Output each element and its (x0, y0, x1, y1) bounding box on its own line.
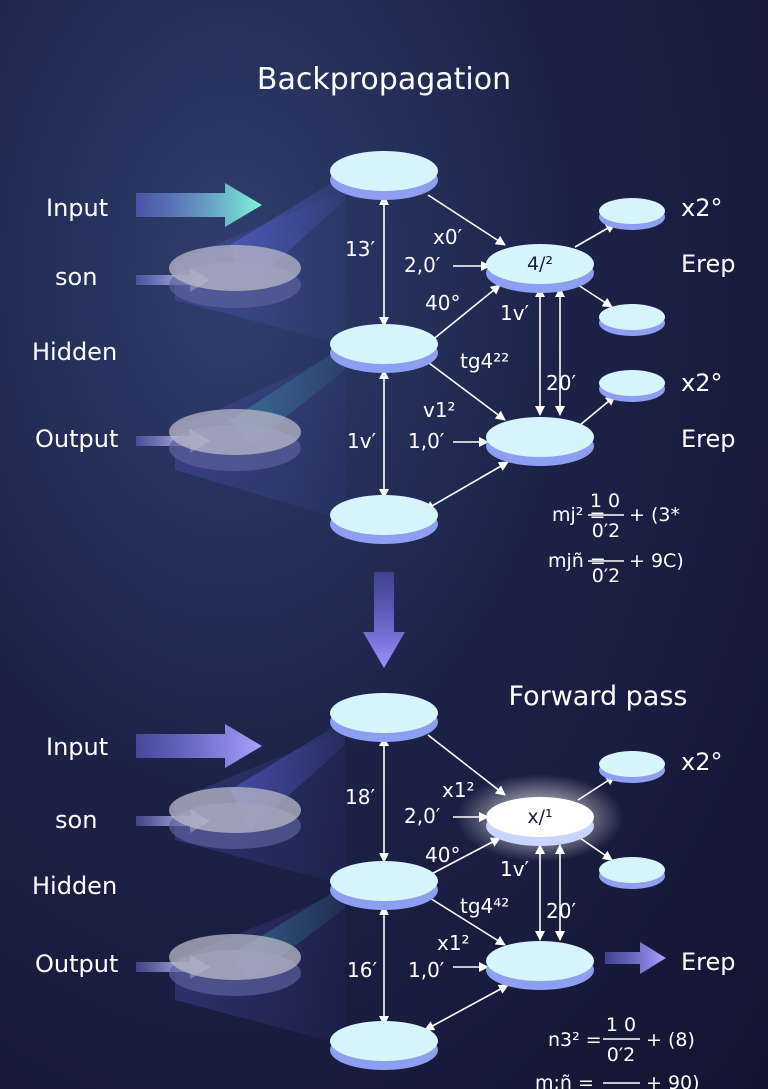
small-node-3 (599, 370, 665, 402)
edge-label: 16′ (347, 958, 377, 982)
label-hidden: Hidden (32, 338, 117, 366)
edge-label: 20′ (546, 899, 576, 923)
bottom-title: Forward pass (509, 681, 688, 712)
formula-rhs: + (8) (646, 1029, 695, 1051)
mid-node-2 (486, 417, 594, 466)
edge-label: 40° (425, 843, 460, 867)
top-formula-2: mjñ = 0′2 + 9C) (548, 550, 684, 587)
label-input: Input (46, 194, 108, 222)
edge-label: x0′ (433, 225, 463, 249)
input-node (330, 693, 438, 742)
right-label: Erep (681, 250, 736, 278)
right-label: x2° (681, 748, 722, 776)
label-son: son (55, 263, 97, 291)
output-node (330, 1021, 438, 1070)
son-disk (169, 245, 301, 308)
edge-label: 20′ (546, 371, 576, 395)
formula-lhs: n3² = (548, 1029, 602, 1051)
top-panel: Backpropagation Input son Hidden Output (32, 62, 736, 587)
small-node-2 (599, 304, 665, 336)
edge-label: tg4⁴² (460, 894, 509, 918)
edge-label: 13′ (345, 237, 375, 261)
right-label: x2° (681, 194, 722, 222)
label-input: Input (46, 733, 108, 761)
edge-label: tg4²² (460, 349, 509, 373)
transition-down-arrow (363, 572, 405, 668)
bottom-formula-2: m;ñ = + 90) (535, 1072, 700, 1089)
mid-node-1-label: 4/² (527, 253, 553, 275)
formula-rhs: + (3* (629, 504, 680, 526)
bottom-formula-1: n3² = 1 0 0′2 + (8) (548, 1014, 695, 1066)
formula-rhs: + 9C) (629, 550, 684, 572)
edge-label: x1² (442, 778, 475, 802)
output-disk (169, 934, 301, 996)
input-node (330, 151, 438, 200)
edge-label: 1v′ (500, 301, 530, 325)
small-node-2 (599, 857, 665, 889)
mid-node-1-label: x/¹ (527, 806, 552, 828)
edge-label: 2,0′ (404, 253, 441, 277)
label-hidden: Hidden (32, 872, 117, 900)
label-output: Output (35, 950, 118, 978)
edge-label: 1v′ (500, 857, 530, 881)
bottom-panel: Forward pass Input son Hidden Output (32, 681, 736, 1089)
label-son: son (55, 806, 97, 834)
edge-label: 18′ (345, 785, 375, 809)
small-node-1 (599, 198, 665, 230)
hidden-node (330, 861, 438, 910)
formula-numerator: 1 0 (590, 490, 620, 512)
edge-label: 1,0′ (408, 429, 445, 453)
input-arrow (136, 724, 262, 768)
input-arrow (136, 183, 262, 227)
formula-denominator: 0′2 (607, 1044, 636, 1066)
label-output: Output (35, 425, 118, 453)
formula-numerator: 1 0 (606, 1014, 636, 1036)
edge-label: 2,0′ (404, 804, 441, 828)
edge-label: 1v′ (347, 429, 377, 453)
formula-denominator: 0′2 (592, 520, 621, 542)
hidden-node (330, 324, 438, 373)
formula-lhs: m;ñ = (535, 1072, 594, 1089)
top-edges (379, 194, 616, 511)
output-node (330, 495, 438, 544)
right-label: Erep (681, 425, 736, 453)
formula-denominator: 0′2 (592, 565, 621, 587)
edge-label: 1,0′ (408, 958, 445, 982)
mid-node-2 (486, 941, 594, 990)
small-node-1 (599, 751, 665, 783)
right-label: Erep (681, 948, 736, 976)
edge-label: x1² (437, 931, 470, 955)
output-disk (169, 409, 301, 471)
edge-label: 40° (425, 291, 460, 315)
right-label: x2° (681, 369, 722, 397)
mid-node-1-glowing: x/¹ (456, 774, 624, 862)
edge-label: v1² (423, 398, 456, 422)
mid-node-1: 4/² (486, 244, 594, 293)
formula-lhs: mjñ = (548, 550, 606, 572)
formula-rhs: + 90) (646, 1072, 700, 1089)
top-title: Backpropagation (257, 62, 511, 97)
erep-arrow (605, 942, 666, 974)
son-disk (169, 787, 301, 849)
formula-lhs: mj² = (552, 504, 605, 526)
top-formula-1: mj² = 1 0 0′2 + (3* (552, 490, 680, 542)
